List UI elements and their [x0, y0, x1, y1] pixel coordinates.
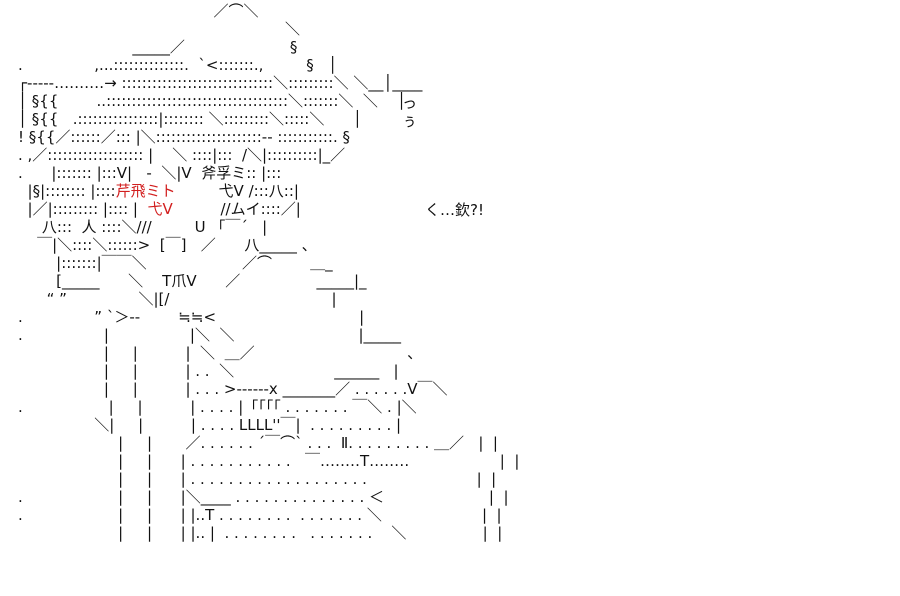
- art-text: . ,／::::::::::::::::::: | ＼ ::::|::: /＼|…: [18, 146, 346, 164]
- art-text: ￣|＼::::＼::::::> [￣] ／ 八_____ 、: [18, 236, 317, 254]
- art-text: . | |＼ ＼ |_____: [18, 326, 402, 344]
- art-line: |§|:::::::: |::::芹飛ミト 弋V /:::八::|: [18, 182, 519, 200]
- art-text: 八::: 人 ::::＼/// U 「￣´ |: [18, 218, 268, 236]
- art-text: . ,...::::::::::::::. `<:::::::., § │: [18, 56, 338, 74]
- art-text: | | | . . . >------x _______／ . . . . . …: [18, 380, 448, 398]
- art-text: 弋V /:::八::|: [175, 182, 299, 200]
- art-text: | | | . . ＼ ______ |: [18, 362, 399, 380]
- art-highlight-text: 弋V: [147, 200, 173, 218]
- art-line: . |::::::: |:::V| - ＼|V 斧孚ミ:: |:::: [18, 164, 519, 182]
- art-text: ! §{{／::::::／::: |＼:::::::::::::::::::::…: [18, 128, 351, 146]
- art-text: | | | . . . . . . . . . . . ￣‥‥‥‥T‥‥‥‥ |…: [18, 452, 520, 470]
- art-line: ! §{{／::::::／::: |＼:::::::::::::::::::::…: [18, 128, 519, 146]
- art-line: ┌-----‥‥‥‥‥→ :::::::::::::::::::::::::::…: [18, 74, 519, 92]
- sound-effect-line-2: ぅ: [402, 112, 418, 130]
- art-line: | | | . . . >------x _______／ . . . . . …: [18, 380, 519, 398]
- art-line: |:::::::|￣￣＼ ／⌒ ＿_: [18, 254, 519, 272]
- art-line: ＼: [18, 20, 519, 38]
- art-text: . |::::::: |:::V| - ＼|V 斧孚ミ:: |:::: [18, 164, 282, 182]
- art-text: _____／ §: [18, 38, 298, 56]
- art-line: . | | |＼____ . . . . . . . . . . . . . .…: [18, 488, 519, 506]
- art-highlight-text: 芹飛ミト: [115, 182, 176, 200]
- sound-effect-line-1: っ: [402, 94, 418, 112]
- art-line: ／⌒＼: [18, 2, 519, 20]
- art-text: “ ” ＼|[/ |: [18, 290, 337, 308]
- art-text: ┌-----‥‥‥‥‥→ :::::::::::::::::::::::::::…: [18, 74, 423, 92]
- art-text: | | | |.. | . . . . . . . . . . . . . . …: [18, 524, 503, 542]
- art-line: . ” `＞-- ≒≒< |: [18, 308, 519, 326]
- art-text: | | | ＼ ＿／ 、: [18, 344, 423, 362]
- art-text: . | | | |..T . . . . . . . . . . . . . .…: [18, 506, 502, 524]
- art-line: ＼| | | . . . . LLLL''￣| . . . . . . . . …: [18, 416, 519, 434]
- art-line: │ §{{ ..::::::::::::::::::::::::::::::::…: [18, 92, 519, 110]
- art-line: [_____ ＼ T爪V ／ _____|_: [18, 272, 519, 290]
- art-line: │ §{{ .::::::::::::::::|:::::::: ＼::::::…: [18, 110, 519, 128]
- art-line: ￣|＼::::＼::::::> [￣] ／ 八_____ 、: [18, 236, 519, 254]
- art-text: . | | |＼____ . . . . . . . . . . . . . .…: [18, 488, 509, 506]
- art-text: |／|::::::::: |:::: |: [18, 200, 148, 218]
- art-line: | | | |.. | . . . . . . . . . . . . . . …: [18, 524, 519, 542]
- art-line: _____／ §: [18, 38, 519, 56]
- ascii-art-figure: ／⌒＼ ＼ _____／ §. ,...::::::::::::::. `<::…: [18, 2, 519, 542]
- art-text: //ムイ::::／|: [172, 200, 301, 218]
- art-text: . | | | . . . . |「「「「 . . . . . . . ￣＼ .…: [18, 398, 417, 416]
- art-text: ／⌒＼: [18, 2, 259, 20]
- art-text: │ §{{ ..::::::::::::::::::::::::::::::::…: [18, 92, 407, 110]
- art-line: | | | . . . . . . . . . . . ￣‥‥‥‥T‥‥‥‥ |…: [18, 452, 519, 470]
- art-text: |§|:::::::: |::::: [18, 182, 116, 200]
- art-line: |／|::::::::: |:::: | 弋V //ムイ::::／|: [18, 200, 519, 218]
- art-text: |:::::::|￣￣＼ ／⌒ ＿_: [18, 254, 333, 272]
- art-line: “ ” ＼|[/ |: [18, 290, 519, 308]
- art-text: │ §{{ .::::::::::::::::|:::::::: ＼::::::…: [18, 110, 362, 128]
- art-line: | | | . . . . . . . . . . . . . . . . . …: [18, 470, 519, 488]
- art-line: | | | ＼ ＿／ 、: [18, 344, 519, 362]
- art-line: | | ／. . . . . . ´￣⌒` . . . Ⅱ. . . . . .…: [18, 434, 519, 452]
- art-text: | | | . . . . . . . . . . . . . . . . . …: [18, 470, 497, 488]
- sound-effect: っぅ: [402, 94, 417, 130]
- dialogue-line: く…欽?!: [425, 201, 484, 219]
- art-text: ＼: [18, 20, 301, 38]
- art-line: 八::: 人 ::::＼/// U 「￣´ |: [18, 218, 519, 236]
- art-line: . ,／::::::::::::::::::: | ＼ ::::|::: /＼|…: [18, 146, 519, 164]
- art-line: . | |＼ ＼ |_____: [18, 326, 519, 344]
- art-text: ＼| | | . . . . LLLL''￣| . . . . . . . . …: [18, 416, 402, 434]
- art-line: | | | . . ＼ ______ |: [18, 362, 519, 380]
- art-line: . ,...::::::::::::::. `<:::::::., § │: [18, 56, 519, 74]
- art-text: [_____ ＼ T爪V ／ _____|_: [18, 272, 367, 290]
- art-line: . | | | . . . . |「「「「 . . . . . . . ￣＼ .…: [18, 398, 519, 416]
- art-text: . ” `＞-- ≒≒< |: [18, 308, 365, 326]
- art-text: | | ／. . . . . . ´￣⌒` . . . Ⅱ. . . . . .…: [18, 434, 498, 452]
- art-line: . | | | |..T . . . . . . . . . . . . . .…: [18, 506, 519, 524]
